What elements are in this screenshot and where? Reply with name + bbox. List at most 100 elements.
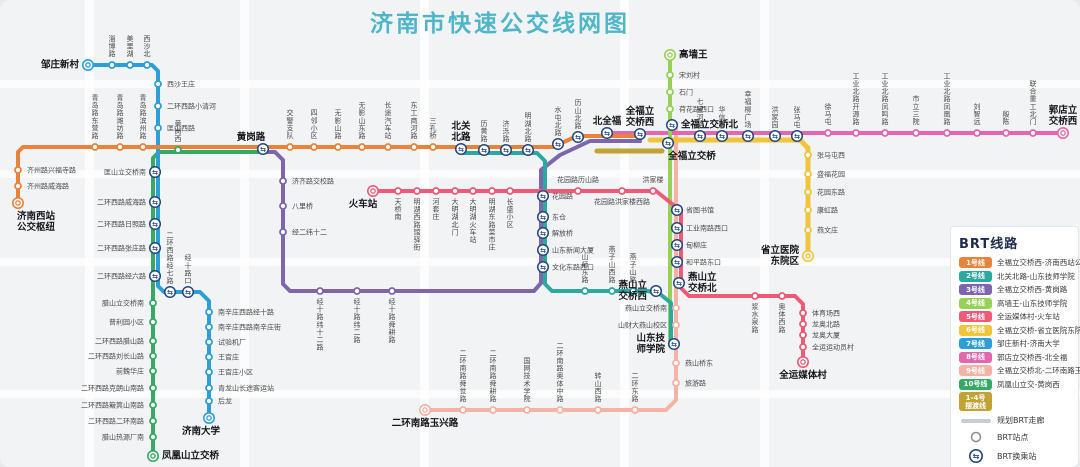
station-label: 燕山立交桥北 <box>688 271 717 294</box>
legend-line-row: 2号线北关北路-山东技师学院 <box>959 270 1075 282</box>
station-label: 二环西路克朗山南路 <box>81 384 144 393</box>
station-label: 二环西路经六路 <box>97 272 146 281</box>
station-dot <box>804 226 812 234</box>
station-dot <box>139 143 147 151</box>
transfer-station-icon <box>536 210 550 224</box>
station-dot <box>488 187 496 195</box>
station-dot <box>852 129 860 137</box>
station-label: 和平路东口 <box>686 258 721 267</box>
station-dot <box>506 187 514 195</box>
station-dot <box>594 406 602 414</box>
terminal-station-inner-ring <box>150 453 156 459</box>
transfer-arrows-icon: ⇆ <box>540 264 546 272</box>
terminal-station-inner-ring <box>667 52 673 58</box>
station-label: 山师东路 <box>582 252 589 284</box>
transfer-arrows-icon: ⇆ <box>152 245 158 253</box>
station-label: 七里河路 <box>697 97 704 129</box>
station-label: 交警支队 <box>287 108 294 140</box>
station-dot <box>469 187 477 195</box>
legend-line-badge: 3号线 <box>959 284 992 295</box>
legend-symbol-row-station: BRT站点 <box>959 430 1072 444</box>
station-dot <box>388 287 396 295</box>
corridor-legend-icon <box>959 417 992 425</box>
transfer-arrows-icon: ⇆ <box>671 341 677 349</box>
terminal-station-inner-ring <box>206 415 212 421</box>
station-label: 匡山立交桥南 <box>104 168 146 177</box>
transfer-arrows-icon: ⇆ <box>674 207 680 215</box>
transfer-station-icon <box>163 285 177 299</box>
station-label: 大明湖北门 <box>452 197 459 236</box>
transfer-arrows-icon: ⇆ <box>152 199 158 207</box>
station-label: 历山北路 <box>575 99 582 130</box>
transfer-arrows-icon: ⇆ <box>540 214 546 222</box>
transfer-arrows-icon: ⇆ <box>152 221 158 229</box>
station-dot <box>799 320 807 328</box>
legend-line-route: 郭店立交桥西-北全福 <box>997 352 1068 362</box>
station-dot <box>629 287 637 295</box>
station-label: 刘智远 <box>974 102 981 126</box>
legend-line-route: 凤凰山立交-黄岗西 <box>997 379 1060 389</box>
station-label: 山东技师学院 <box>636 332 665 355</box>
station-label: 花园路洪家楼西路 <box>594 197 650 206</box>
station-label: 二环西路日照路 <box>97 220 146 229</box>
brt-line-l7 <box>86 63 211 420</box>
legend-symbol-label: BRT站点 <box>997 432 1029 442</box>
station-label: 全运媒体村 <box>778 369 827 381</box>
station-label: 工业南路西口 <box>686 224 728 233</box>
terminal-station-inner-ring <box>85 62 91 68</box>
transfer-arrows-icon: ⇆ <box>540 193 546 201</box>
legend-line-badge: 4号线 <box>959 297 992 309</box>
station-label: 火车站 <box>349 198 378 210</box>
legend-line-badge: 2号线 <box>959 270 992 282</box>
transfer-station-icon <box>600 126 614 140</box>
station-label: 全福立交桥西 <box>625 105 655 128</box>
station-dot <box>574 187 582 195</box>
station-dot <box>14 166 22 174</box>
legend-line-badge: 6号线 <box>959 324 992 336</box>
station-label: 解放桥 <box>552 229 573 238</box>
station-label: 无影山路 <box>335 109 342 140</box>
transfer-arrows-icon: ⇆ <box>503 147 509 155</box>
transfer-station-icon <box>768 129 782 143</box>
transfer-arrows-icon: ⇆ <box>637 131 643 139</box>
svg-text:⇆: ⇆ <box>972 452 979 461</box>
transfer-arrows-icon: ⇆ <box>481 147 487 155</box>
station-label: 龙奥大厦 <box>812 331 840 340</box>
station-dot <box>205 308 213 316</box>
station-label: 荷花路西口 <box>679 105 714 114</box>
station-label: 工业北路凤鸣路 <box>882 72 889 126</box>
transfer-arrows-icon: ⇆ <box>555 141 561 149</box>
station-label: 济南大学 <box>182 425 221 437</box>
station-label: 工业北路开源路 <box>853 72 860 126</box>
station-dot <box>1029 129 1037 137</box>
legend-line-route: 北关北路-山东技师学院 <box>997 271 1075 281</box>
station-label: 青岛路滨州路 <box>140 93 147 140</box>
station-label: 邹庄新村 <box>40 59 80 71</box>
transfer-station-icon <box>148 165 162 179</box>
transfer-arrows-icon: ⇆ <box>794 133 800 141</box>
station-label: 二环南路玉兴路 <box>392 417 459 429</box>
station-dot <box>413 187 421 195</box>
station-legend-icon <box>959 430 992 444</box>
station-label: 二环西路簸箕山南路 <box>81 401 144 410</box>
station-label: 明湖东路菜市庄 <box>489 198 496 252</box>
station-label: 后龙 <box>218 397 232 406</box>
station-label: 西沙王庄 <box>167 80 195 89</box>
station-label: 淄博路 <box>109 34 116 58</box>
station-dot <box>108 61 116 69</box>
station-dot <box>91 143 99 151</box>
legend-line-badge: 10号线 <box>959 378 992 390</box>
station-dot <box>149 352 157 360</box>
terminal-station-inner-ring <box>15 200 21 206</box>
station-label: 燕子山西路 <box>609 245 616 284</box>
station-label: 二环西路威海路 <box>97 198 146 207</box>
station-label: 转山西路 <box>595 371 602 403</box>
station-dot <box>205 338 213 346</box>
transfer-station-icon <box>715 129 729 143</box>
station-label: 燕文庄 <box>817 226 838 235</box>
station-label: 龙奥北路 <box>812 320 840 329</box>
station-dot <box>154 80 162 88</box>
